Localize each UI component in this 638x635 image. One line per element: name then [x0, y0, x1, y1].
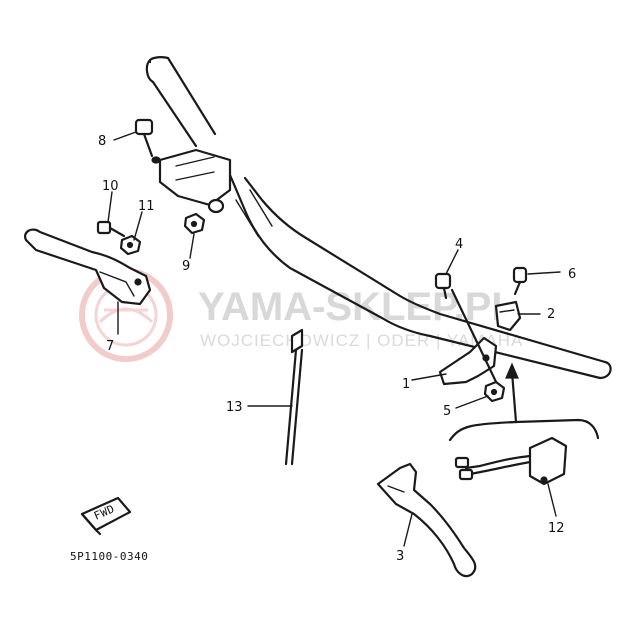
callout-8: 8 — [98, 134, 106, 149]
watermark: YAMA-SKLEP.PL WOJCIECHOWICZ | ODER | YAM… — [79, 268, 523, 362]
callout-10: 10 — [102, 179, 119, 194]
bolt-10 — [96, 220, 126, 238]
callout-11: 11 — [138, 199, 155, 214]
switch-bracket — [448, 362, 600, 442]
bolt-4 — [434, 272, 452, 300]
callout-3: 3 — [396, 549, 404, 564]
nut-11 — [119, 234, 142, 256]
switch-12 — [454, 436, 568, 486]
clamp-2 — [494, 300, 522, 332]
watermark-subtitle: WOJCIECHOWICZ | ODER | YAMAHA — [200, 331, 523, 350]
handlebar-holder — [158, 148, 232, 214]
clutch-lever-3 — [376, 462, 477, 578]
callout-7: 7 — [106, 339, 114, 354]
cable-band-13 — [284, 328, 304, 466]
callout-12: 12 — [548, 521, 565, 536]
leader-lines — [107, 131, 561, 547]
callout-5: 5 — [443, 404, 451, 419]
bolt-8 — [134, 118, 161, 164]
callout-1: 1 — [402, 377, 410, 392]
callout-2: 2 — [547, 307, 555, 322]
bolt-6 — [512, 266, 528, 296]
callout-9: 9 — [182, 259, 190, 274]
callout-4: 4 — [455, 237, 463, 252]
fwd-arrow-icon: FWD — [80, 496, 132, 536]
brake-lever-7 — [24, 228, 152, 306]
nut-9 — [183, 212, 206, 235]
callout-labels: 1 2 3 4 5 6 7 8 9 10 11 12 13 — [98, 134, 576, 564]
nut-5 — [483, 380, 506, 403]
diagram-code: 5P1100-0340 — [70, 550, 148, 563]
callout-13: 13 — [226, 400, 243, 415]
lever-holder-1 — [438, 288, 500, 388]
handlebar — [145, 56, 612, 380]
callout-6: 6 — [568, 267, 576, 282]
